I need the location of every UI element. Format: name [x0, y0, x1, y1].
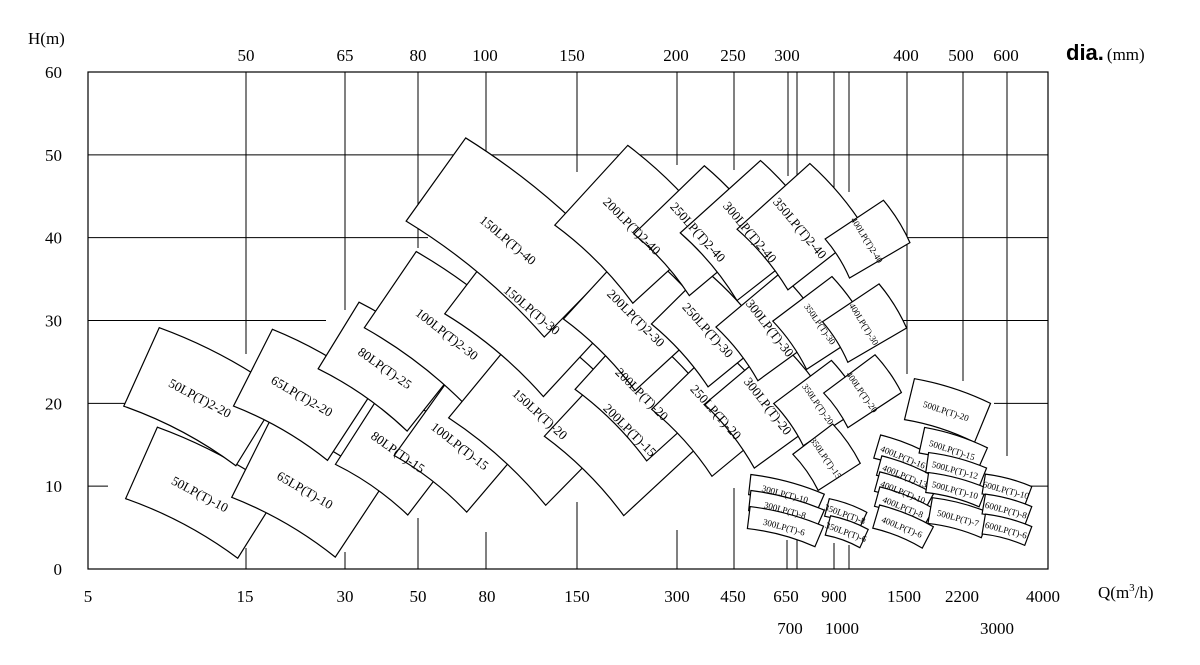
pump-zone [771, 275, 870, 371]
pump-zone [824, 199, 911, 279]
pump-zone-outline [981, 513, 1033, 547]
top-tick-label: 500 [948, 46, 974, 65]
x-tick-label: 1500 [887, 587, 921, 606]
pump-zone [872, 504, 935, 549]
x-axis-title-sup: 3 [1129, 582, 1135, 594]
svg-text:Q(m3/h): Q(m3/h) [1098, 582, 1154, 602]
axes: H(m) Q(m3/h) dia.(mm) 0 10 20 30 40 50 60 5 15 30… [28, 29, 1154, 638]
x-tick-label-second-row: 3000 [980, 619, 1014, 638]
x-axis-title: Q(m3/h) [1098, 582, 1154, 602]
x-tick-label: 4000 [1026, 587, 1060, 606]
x-tick-label: 450 [720, 587, 746, 606]
y-tick-label: 0 [54, 560, 63, 579]
svg-text:dia.(mm): dia.(mm) [1066, 40, 1145, 65]
top-tick-label: 600 [993, 46, 1019, 65]
x-tick-label: 80 [479, 587, 496, 606]
x-tick-label: 2200 [945, 587, 979, 606]
x-tick-label: 30 [337, 587, 354, 606]
y-tick-label: 20 [45, 394, 62, 413]
pump-zone [703, 340, 835, 469]
x-axis-title-main: Q(m [1098, 583, 1129, 602]
pump-zone [821, 283, 908, 364]
pump-zones [122, 137, 1033, 560]
pump-zone-outline [822, 354, 903, 429]
y-tick-label: 50 [45, 146, 62, 165]
top-tick-label: 400 [893, 46, 919, 65]
pump-zone [232, 328, 376, 462]
x-tick-label: 300 [664, 587, 690, 606]
x-tick-label: 900 [821, 587, 847, 606]
pump-zone-outline [824, 199, 911, 279]
pump-zone [715, 272, 827, 382]
top-axis-title-bold: dia. [1066, 40, 1104, 65]
x-tick-label-second-row: 700 [777, 619, 803, 638]
pump-zone [822, 354, 903, 429]
pump-zone-outline [821, 283, 908, 364]
top-tick-label: 200 [663, 46, 689, 65]
y-tick-label: 60 [45, 63, 62, 82]
y-tick-label: 30 [45, 312, 62, 331]
x-tick-label: 150 [564, 587, 590, 606]
pump-zone-outline [927, 497, 992, 539]
pump-zone-outline [715, 272, 827, 382]
pump-zone [927, 497, 992, 539]
y-tick-label: 10 [45, 477, 62, 496]
x-tick-label: 50 [410, 587, 427, 606]
pump-zone-outline [872, 504, 935, 549]
pump-zone [791, 423, 862, 492]
y-tick-label: 40 [45, 229, 62, 248]
x-tick-label-second-row: 1000 [825, 619, 859, 638]
pump-zone-outline [650, 269, 768, 388]
top-tick-label: 80 [410, 46, 427, 65]
pump-zone [736, 162, 866, 291]
plot-frame [87, 71, 1049, 570]
x-tick-label: 5 [84, 587, 93, 606]
pump-zone [925, 471, 988, 508]
pump-zone-outline [925, 471, 988, 508]
top-tick-label: 150 [559, 46, 585, 65]
pump-zone-outline [122, 326, 282, 467]
pump-zone-outline [703, 340, 835, 469]
top-tick-label: 100 [472, 46, 498, 65]
x-axis-title-tail: /h) [1135, 583, 1154, 602]
pump-zone-outline [746, 505, 825, 548]
pump-zone [650, 269, 768, 388]
top-tick-label: 300 [774, 46, 800, 65]
top-tick-label: 250 [720, 46, 746, 65]
top-tick-label: 65 [337, 46, 354, 65]
x-tick-label: 650 [773, 587, 799, 606]
pump-zone-outline [124, 426, 281, 560]
pump-zone-outline [791, 423, 862, 492]
pump-zone-outline [824, 515, 869, 549]
pump-zone [981, 513, 1033, 547]
pump-zone-outline [232, 328, 376, 462]
x-tick-label: 15 [237, 587, 254, 606]
pump-zone [124, 426, 281, 560]
top-tick-label: 50 [238, 46, 255, 65]
grid-lines [88, 72, 1048, 569]
pump-zone-outline [771, 275, 870, 371]
pump-zone [122, 326, 282, 467]
pump-zone-outline [736, 162, 866, 291]
top-axis-title: dia.(mm) [1066, 40, 1145, 65]
top-axis-title-unit: (mm) [1107, 45, 1145, 64]
y-axis-title: H(m) [28, 29, 65, 48]
pump-zone [746, 505, 825, 548]
pump-zone [824, 515, 869, 549]
